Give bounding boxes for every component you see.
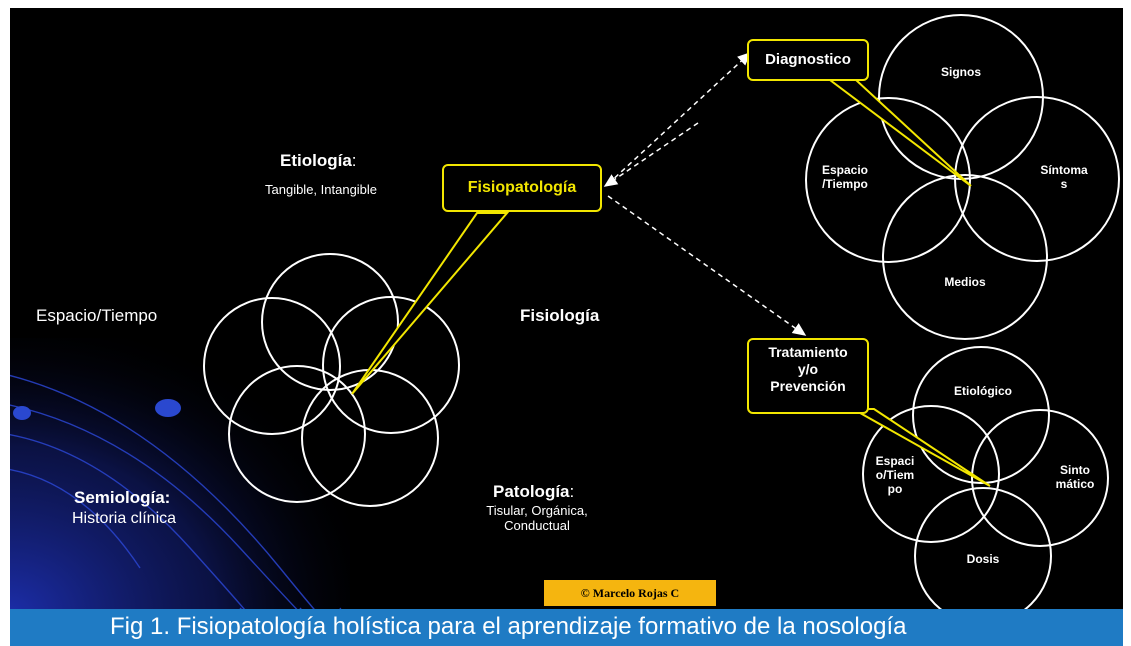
patologia-title: Patología: — [493, 482, 575, 501]
tratamiento-line1: Tratamiento — [768, 344, 848, 360]
figure-caption: Fig 1. Fisiopatología holística para el … — [110, 613, 907, 640]
espacio-tiempo-label: Espacio/Tiempo — [36, 306, 158, 325]
patologia-subtitle-line2: Conductual — [504, 517, 570, 533]
espacio-diag-line1: Espacio — [821, 163, 869, 177]
espacio-tiempo-diag-label: Espacio /Tiempo — [810, 163, 880, 192]
diagnostico-callout: Diagnostico — [747, 39, 869, 81]
tratamiento-line2: y/o — [797, 360, 819, 377]
slide: Etiología: Tangible, Intangible Espacio/… — [10, 8, 1123, 646]
patologia-subtitle: Tisular, Orgánica, Conductual — [472, 503, 602, 534]
decor-dot-large — [155, 399, 181, 417]
sintomatico-label: Sinto mático — [1042, 463, 1108, 492]
arrow-to-diagnostico — [607, 51, 752, 185]
patologia-colon: : — [569, 482, 575, 501]
medios-label: Medios — [944, 275, 986, 289]
espacio-diag-line2: /Tiempo — [822, 176, 868, 191]
etiologico-label: Etiológico — [954, 384, 1012, 398]
espacio-trat-line2: o/Tiem — [875, 467, 915, 482]
tratamiento-venn — [862, 346, 1109, 625]
diagram-canvas — [10, 14, 1120, 646]
etiologia-subtitle: Tangible, Intangible — [265, 182, 378, 197]
sintomatico-line2: mático — [1055, 476, 1095, 491]
arrow-back-fisiopatologia — [603, 122, 699, 187]
fisiopatologia-callout: Fisiopatología — [442, 164, 602, 212]
diagnostico-venn — [805, 14, 1120, 340]
semiologia-subtitle: Historia clínica — [72, 510, 177, 527]
dosis-label: Dosis — [966, 552, 1000, 566]
copyright-badge: © Marcelo Rojas C — [544, 580, 716, 606]
decor-glow — [10, 338, 350, 613]
tratamiento-callout: Tratamiento y/o Prevención — [747, 338, 869, 414]
espacio-trat-line3: po — [887, 481, 903, 496]
sintomatico-line1: Sinto — [1060, 463, 1090, 477]
etiologia-title: Etiología: — [280, 151, 357, 170]
fisiopatologia-pointer — [351, 212, 510, 395]
etiologia-colon: : — [351, 151, 357, 170]
semiologia-title: Semiología: — [74, 488, 171, 507]
sintomas-line2: s — [1060, 176, 1068, 191]
caption-bar — [10, 609, 1123, 646]
decor-dot-small — [13, 406, 31, 420]
sintomas-label: Síntoma s — [1034, 163, 1094, 192]
espacio-tiempo-trat-label: Espaci o/Tiem po — [865, 454, 925, 496]
espacio-trat-line1: Espaci — [875, 454, 915, 468]
tratamiento-line3: Prevención — [770, 377, 846, 394]
fisiologia-label: Fisiología — [520, 306, 600, 325]
signos-label: Signos — [940, 65, 981, 79]
arrow-to-tratamiento — [607, 195, 807, 336]
sintomas-line1: Síntoma — [1040, 163, 1088, 177]
patologia-subtitle-line1: Tisular, Orgánica, — [486, 503, 588, 518]
